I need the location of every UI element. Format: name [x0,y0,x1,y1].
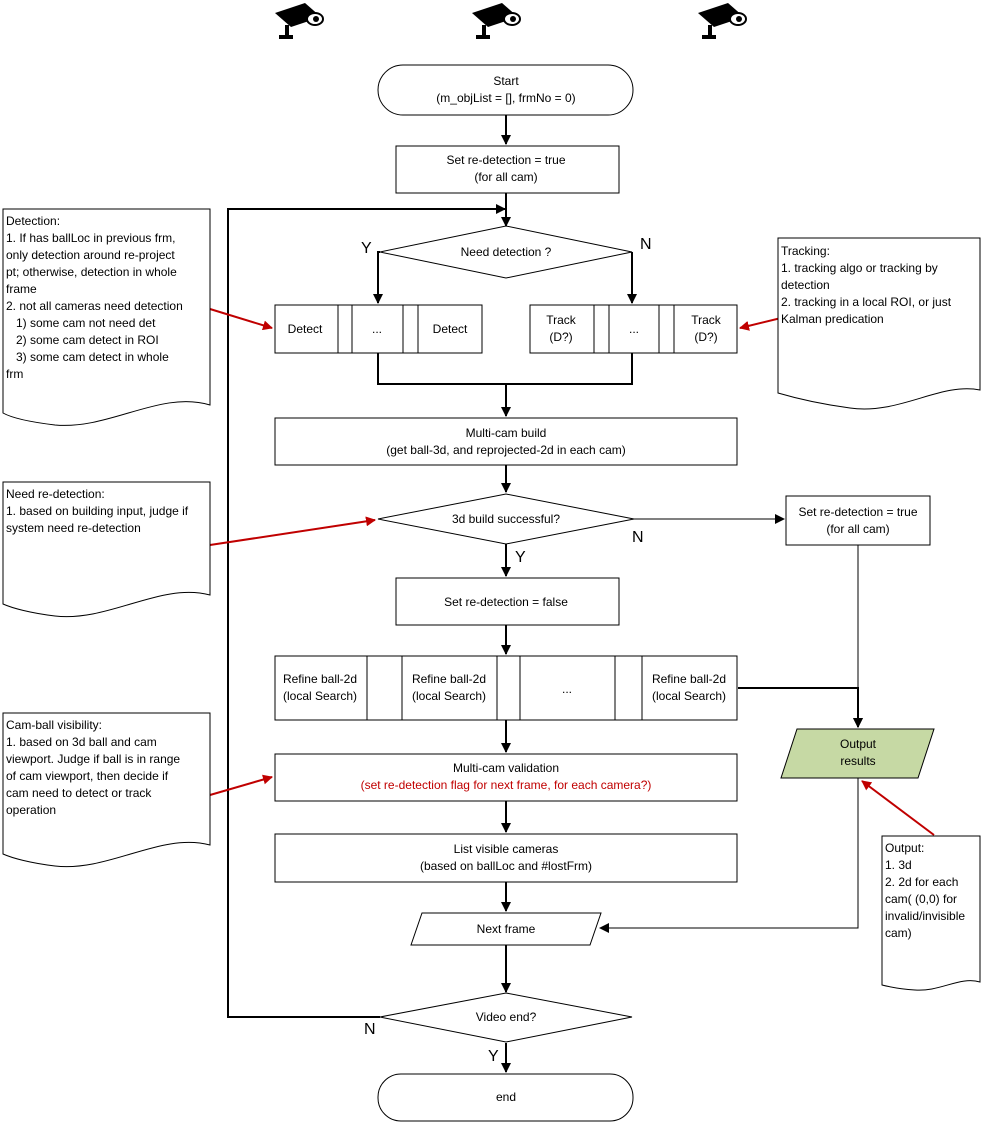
visible-cameras-box: List visible cameras (based on ballLoc a… [274,833,738,883]
note-redetection-line: Need re-detection: [6,487,105,501]
note-detection-line: 1) some cam not need det [6,316,156,330]
note-visibility-line: Cam-ball visibility: [6,718,102,732]
need-detection-decision: Need detection ? Y N [361,225,652,279]
multicam-validation-note: (set re-detection flag for next frame, f… [361,778,652,792]
note-detection-line: 2. not all cameras need detection [6,299,183,313]
start-terminator: Start (m_objList = [], frmNo = 0) [377,64,634,116]
note-output-line: 1. 3d [885,858,912,872]
build-success-no: N [632,529,644,546]
note-detection-line: pt; otherwise, detection in whole [6,265,177,279]
next-frame-label: Next frame [477,922,536,936]
end-label: end [496,1090,516,1104]
visible-cameras-label: List visible cameras [454,842,559,856]
note-detection-line: frame [6,282,37,296]
track-box: Track [546,313,577,327]
track-box: Track [691,313,722,327]
next-frame-io: Next frame [410,912,602,946]
init-redetection-scope: (for all cam) [474,170,537,184]
init-redetection-label: Set re-detection = true [446,153,565,167]
need-detection-no: N [640,236,652,253]
note-detection-line: only detection around re-project [6,248,175,262]
detect-group: Detect ... Detect [274,304,483,354]
video-end-yes: Y [488,1048,499,1065]
multicam-build-box: Multi-cam build (get ball-3d, and reproj… [274,417,738,466]
detect-ellipsis: ... [372,322,382,336]
video-end-no: N [364,1021,376,1038]
track-box-note: (D?) [549,330,572,344]
need-detection-label: Need detection ? [461,245,552,259]
refine-box: Refine ball-2d [652,672,726,686]
multicam-validation-label: Multi-cam validation [453,761,559,775]
output-results-io: Output results [780,728,935,779]
visible-cameras-note: (based on ballLoc and #lostFrm) [420,859,592,873]
build-success-yes: Y [515,549,526,566]
note-detection-line: frm [6,367,23,381]
note-output-line: invalid/invisible [885,909,965,923]
note-output: Output: 1. 3d 2. 2d for each cam( (0,0) … [881,835,981,991]
track-ellipsis: ... [629,322,639,336]
multicam-validation-box: Multi-cam validation (set re-detection f… [274,753,738,802]
set-redetection-false-label: Set re-detection = false [444,595,568,609]
note-tracking-line: detection [781,278,830,292]
note-tracking: Tracking: 1. tracking algo or tracking b… [777,237,981,410]
note-tracking-line: 1. tracking algo or tracking by [781,261,938,275]
security-camera-icon [471,2,521,40]
refine-box-note: (local Search) [652,689,726,703]
detect-box: Detect [288,322,323,336]
note-detection-line: Detection: [6,214,60,228]
fail-redetection-scope: (for all cam) [826,522,889,536]
track-group: Track (D?) ... Track (D?) [529,304,738,354]
fail-redetection-box: Set re-detection = true (for all cam) [785,495,931,546]
start-params: (m_objList = [], frmNo = 0) [436,91,575,105]
refine-box-note: (local Search) [283,689,357,703]
security-camera-icon [274,2,324,40]
note-tracking-line: Kalman predication [781,312,884,326]
build-success-label: 3d build successful? [452,512,560,526]
detect-box: Detect [433,322,468,336]
note-tracking-line: Tracking: [781,244,830,258]
note-redetection: Need re-detection: 1. based on building … [2,481,211,618]
note-visibility-line: viewport. Judge if ball is in range [6,752,180,766]
note-output-line: 2. 2d for each [885,875,958,889]
video-end-label: Video end? [476,1010,537,1024]
note-detection-line: 2) some cam detect in ROI [6,333,159,347]
note-output-line: cam( (0,0) for [885,892,957,906]
note-tracking-line: 2. tracking in a local ROI, or just [781,295,952,309]
note-visibility-line: of cam viewport, then decide if [6,769,169,783]
refine-ellipsis: ... [562,682,572,696]
multicam-build-note: (get ball-3d, and reprojected-2d in each… [386,443,625,457]
refine-box-note: (local Search) [412,689,486,703]
note-output-line: cam) [885,926,912,940]
multicam-build-label: Multi-cam build [466,426,547,440]
refine-group: Refine ball-2d (local Search) Refine bal… [274,655,738,721]
refine-box: Refine ball-2d [412,672,486,686]
init-redetection-box: Set re-detection = true (for all cam) [395,145,620,194]
set-redetection-false-box: Set re-detection = false [395,577,620,626]
start-label: Start [493,74,519,88]
note-redetection-line: 1. based on building input, judge if [6,504,189,518]
fail-redetection-label: Set re-detection = true [798,505,917,519]
refine-box: Refine ball-2d [283,672,357,686]
note-redetection-line: system need re-detection [6,521,141,535]
video-end-decision: Video end? N Y [364,992,633,1065]
note-visibility-line: cam need to detect or track [6,786,152,800]
note-detection-line: 3) some cam detect in whole [6,350,169,364]
note-output-line: Output: [885,841,924,855]
security-camera-icon [697,2,747,40]
note-visibility: Cam-ball visibility: 1. based on 3d ball… [2,712,211,868]
note-visibility-line: 1. based on 3d ball and cam [6,735,157,749]
note-detection-line: 1. If has ballLoc in previous frm, [6,231,175,245]
end-terminator: end [377,1073,634,1122]
build-success-decision: 3d build successful? Y N [377,493,644,566]
note-detection: Detection: 1. If has ballLoc in previous… [2,208,211,426]
note-visibility-line: operation [6,803,56,817]
need-detection-yes: Y [361,240,372,257]
track-box-note: (D?) [694,330,717,344]
output-results-label: Output [840,737,877,751]
output-results-label-2: results [840,754,875,768]
